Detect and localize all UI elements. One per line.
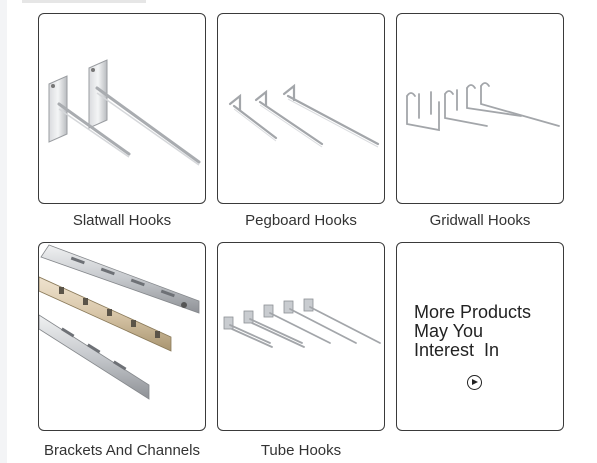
more-products-line-3: Interest In — [414, 340, 500, 360]
brackets-channels-image — [39, 244, 200, 400]
more-products-text: More Products May You Interest In — [414, 303, 531, 360]
product-card-tube-hooks[interactable] — [217, 242, 385, 431]
gridwall-hooks-image — [406, 82, 560, 132]
tube-hooks-image — [223, 298, 381, 348]
product-label-slatwall-hooks[interactable]: Slatwall Hooks — [72, 212, 172, 229]
play-circle-icon[interactable] — [467, 375, 482, 390]
product-label-pegboard-hooks[interactable]: Pegboard Hooks — [245, 212, 357, 229]
product-label-gridwall-hooks[interactable]: Gridwall Hooks — [429, 212, 531, 229]
more-products-card[interactable]: More Products May You Interest In — [396, 242, 564, 431]
top-tab-strip — [22, 0, 146, 3]
product-label-tube-hooks[interactable]: Tube Hooks — [260, 442, 342, 459]
left-rail — [0, 0, 7, 463]
product-card-brackets-channels[interactable] — [38, 242, 206, 431]
product-card-slatwall-hooks[interactable] — [38, 13, 206, 204]
product-card-gridwall-hooks[interactable] — [396, 13, 564, 204]
more-products-line-2: May You — [414, 321, 484, 341]
product-label-brackets-channels[interactable]: Brackets And Channels — [44, 442, 200, 459]
pegboard-hooks-image — [228, 83, 380, 148]
product-card-pegboard-hooks[interactable] — [217, 13, 385, 204]
slatwall-hooks-image — [48, 59, 201, 166]
more-products-line-1: More Products — [414, 302, 532, 322]
